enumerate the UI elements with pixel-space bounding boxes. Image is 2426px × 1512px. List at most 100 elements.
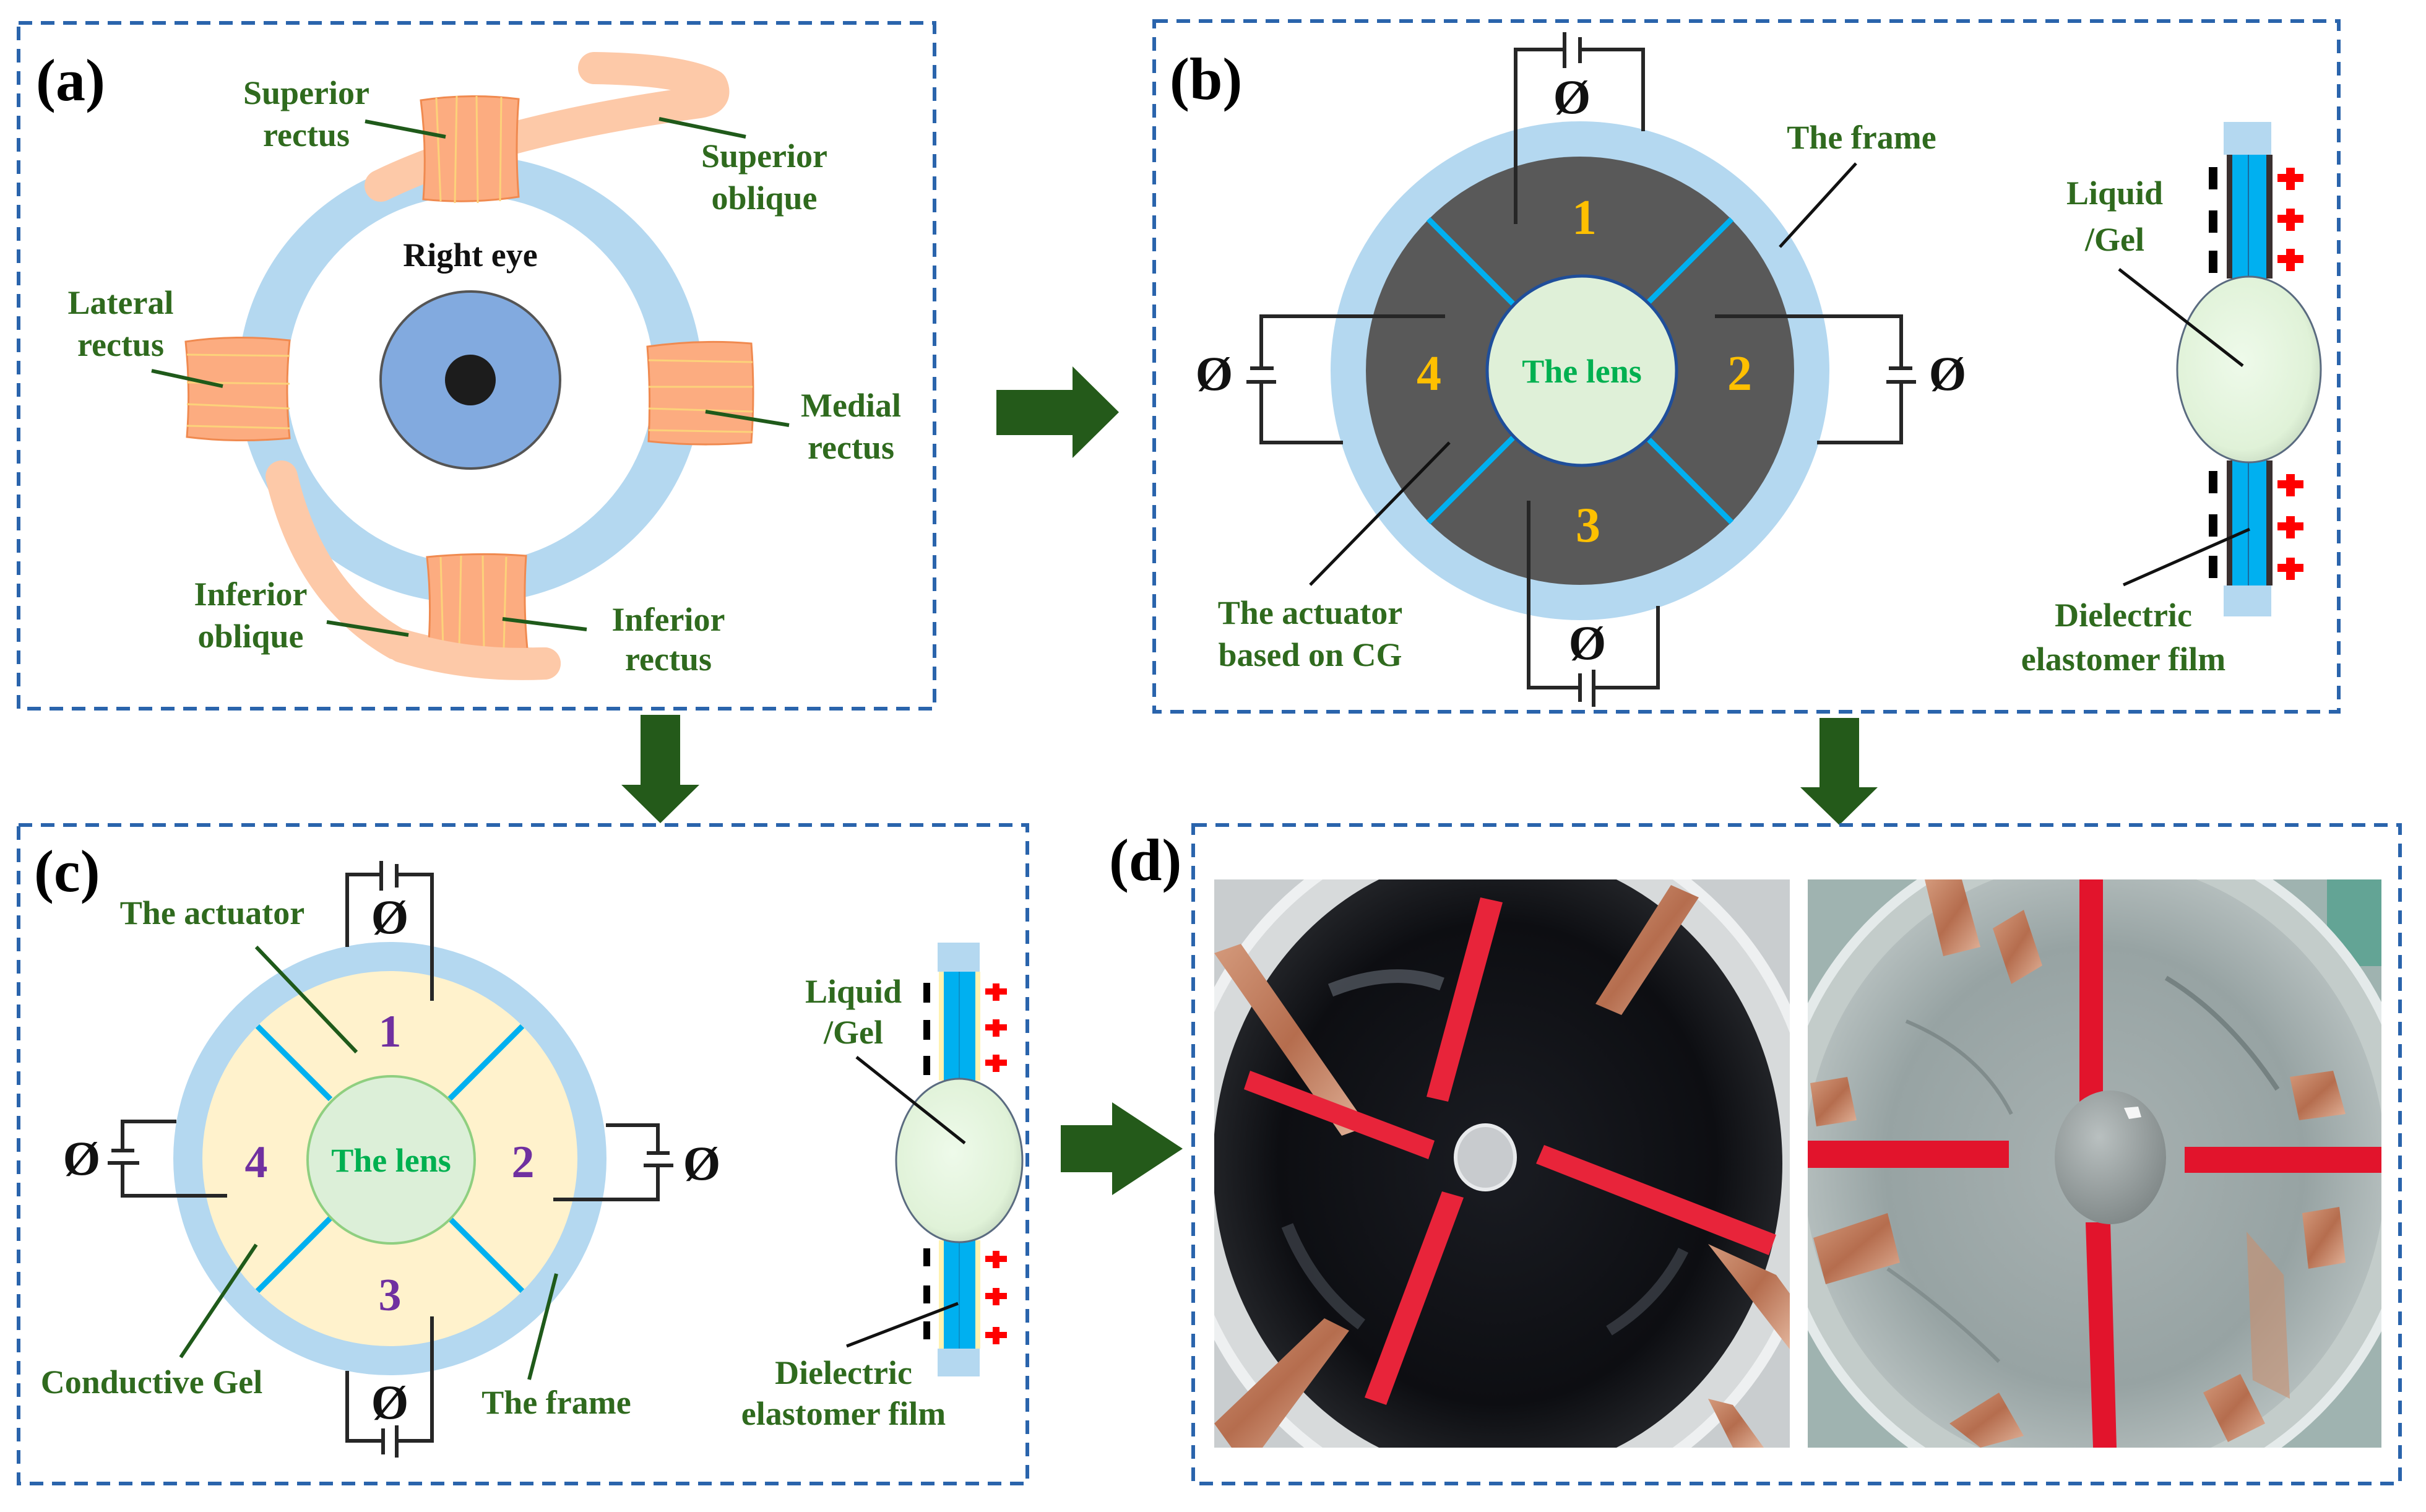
leader-liquid-gel (2118, 268, 2244, 367)
segment-2: 2 (512, 1137, 535, 1188)
circuit-left: Ø (63, 1120, 227, 1198)
segment-3: 3 (379, 1270, 402, 1321)
frame-cap-bottom (2224, 585, 2271, 616)
label-medial-rectus-2: rectus (808, 429, 894, 466)
panel-c-label: (c) (34, 838, 100, 904)
panel-b-border (1152, 19, 2341, 714)
leader-dielectric (846, 1302, 959, 1348)
plus-charges (985, 983, 1007, 1344)
lens-label: The lens (1522, 353, 1642, 390)
label-actuator-1: The actuator (1218, 594, 1402, 631)
label-liquid-gel-1: Liquid (2066, 175, 2163, 212)
label-liquid-gel-2: /Gel (2084, 221, 2144, 258)
label-medial-rectus-1: Medial (801, 387, 901, 424)
side-view-b: Liquid /Gel Dielectric elastomer film (2021, 122, 2322, 678)
label-actuator-2: based on CG (1218, 636, 1402, 673)
divider-bl (255, 1216, 333, 1294)
label-superior-rectus-1: Superior (243, 74, 369, 111)
segment-1: 1 (379, 1006, 402, 1057)
label-dielectric-2: elastomer film (2021, 641, 2225, 678)
voltage-symbol-right: Ø (683, 1136, 721, 1190)
leader-lateral-rectus (151, 369, 223, 388)
panel-d-border (1191, 823, 2402, 1485)
divider-br (447, 1216, 525, 1294)
label-conductive-gel: Conductive Gel (41, 1363, 263, 1401)
minus-charges (2209, 167, 2217, 578)
divider-tr (447, 1024, 525, 1102)
superior-rectus-muscle (420, 95, 520, 204)
panel-b-label: (b) (1170, 46, 1242, 112)
panel-a-label: (a) (36, 47, 105, 113)
panel-b: (b) The lens 1 2 3 4 Ø Ø (1152, 19, 2341, 714)
label-inferior-rectus-2: rectus (625, 641, 712, 678)
leader-medial-rectus (705, 410, 790, 427)
side-view-c: Liquid /Gel Dielectric elastomer film (741, 943, 1024, 1432)
frame-cap-top (2224, 122, 2271, 155)
voltage-symbol-left: Ø (63, 1131, 101, 1185)
inferior-oblique-overlap (386, 631, 561, 680)
circuit-right: Ø (553, 1123, 721, 1201)
label-actuator: The actuator (120, 894, 304, 931)
divider-tl (1426, 217, 1516, 307)
label-inferior-rectus-1: Inferior (612, 601, 725, 638)
photo-conductive-gel-actuator (1808, 879, 2381, 1448)
label-dielectric-1: Dielectric (775, 1354, 912, 1391)
lens-label: The lens (331, 1142, 451, 1179)
medial-rectus-muscle (646, 340, 754, 446)
label-superior-oblique-2: oblique (711, 179, 817, 217)
circuit-top: Ø (1514, 32, 1645, 224)
voltage-symbol-bottom: Ø (1569, 616, 1607, 670)
label-liquid-gel-2: /Gel (823, 1014, 883, 1051)
plus-charges (2277, 168, 2303, 580)
divider-tl (255, 1024, 333, 1102)
segment-4: 4 (1417, 347, 1441, 401)
circuit-top: Ø (345, 861, 434, 1001)
label-superior-rectus-2: rectus (263, 116, 350, 153)
divider-br (1644, 434, 1734, 525)
leader-superior-rectus (365, 119, 446, 139)
lens (1485, 274, 1678, 467)
arrow-down-b-to-d (1800, 718, 1878, 825)
label-dielectric-2: elastomer film (741, 1395, 946, 1432)
voltage-symbol-right: Ø (1929, 347, 1967, 400)
photo-lens (2055, 1091, 2166, 1224)
segment-1: 1 (1572, 191, 1597, 245)
panel-c: (c) The lens 1 2 3 4 Ø Ø (17, 823, 1029, 1485)
lateral-rectus-muscle (184, 336, 291, 442)
leader-frame (527, 1273, 558, 1380)
voltage-symbol-top: Ø (1553, 70, 1591, 124)
inferior-rectus-muscle (426, 553, 529, 652)
voltage-symbol-bottom: Ø (371, 1375, 409, 1429)
dielectric-film-upper (2232, 155, 2266, 279)
label-frame: The frame (1787, 119, 1936, 156)
circuit-bottom: Ø (1527, 501, 1660, 707)
right-eye-title: Right eye (403, 236, 537, 274)
panel-d: (d) (1109, 823, 2402, 1485)
divider-tr (1644, 217, 1734, 307)
panel-a-border (17, 21, 936, 711)
leader-conductive-gel (179, 1243, 258, 1359)
circuit-bottom: Ø (345, 1316, 434, 1458)
panel-c-border (17, 823, 1029, 1485)
leader-inferior-rectus (502, 617, 587, 631)
leader-liquid-gel (855, 1056, 966, 1144)
arrow-right-a-to-b (996, 366, 1119, 458)
label-liquid-gel-1: Liquid (805, 973, 902, 1010)
photo-carbon-grease-actuator (1214, 879, 1790, 1448)
circuit-right: Ø (1715, 314, 1967, 444)
frame-cap-top (938, 943, 980, 972)
liquid-gel-lens (895, 1078, 1024, 1243)
voltage-symbol-top: Ø (371, 890, 409, 944)
voltage-symbol-left: Ø (1196, 347, 1233, 400)
leader-frame (1779, 162, 1857, 248)
circuit-left: Ø (1196, 314, 1445, 444)
label-dielectric-1: Dielectric (2055, 597, 2192, 634)
panel-a: (a) Right eye (17, 21, 936, 711)
label-lateral-rectus-1: Lateral (68, 284, 174, 321)
dielectric-film-lower (2232, 460, 2266, 585)
label-lateral-rectus-2: rectus (77, 326, 164, 363)
label-superior-oblique-1: Superior (701, 137, 827, 175)
segment-3: 3 (1576, 498, 1600, 553)
divider-bl (1426, 434, 1516, 525)
